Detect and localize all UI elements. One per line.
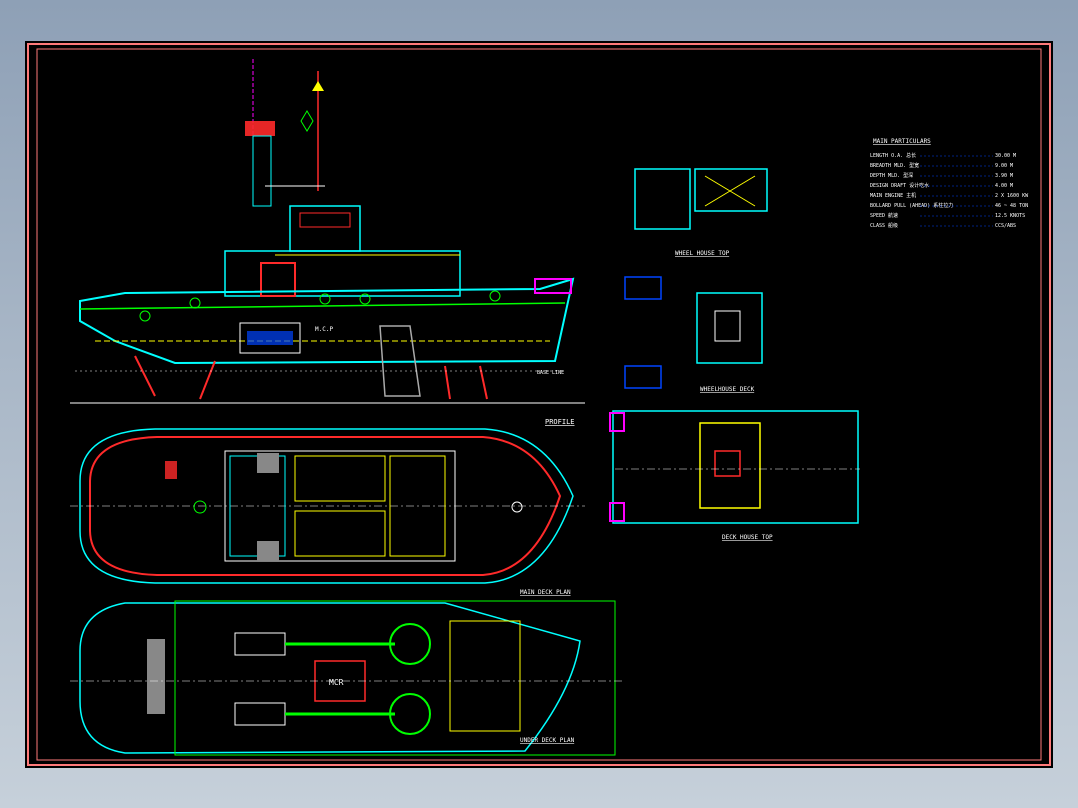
particular-value: 12.5 KNOTS — [995, 213, 1025, 219]
galley-store — [389, 455, 446, 557]
deck-house-top-view[interactable]: DECK HOUSE TOP — [609, 410, 860, 541]
wheelhouse-windows — [299, 212, 351, 228]
main-particulars-table: MAIN PARTICULARS LENGTH O.A. 总长 30.00 M BR… — [870, 138, 1029, 229]
main-deck-bulwark — [89, 436, 562, 576]
particular-value: 3.90 M — [995, 173, 1013, 179]
bow-fender — [534, 278, 572, 294]
under-deck-plan-title: UNDER DECK PLAN — [520, 737, 575, 744]
main-deck-plan-view[interactable]: MAIN DECK PLAN — [70, 428, 585, 596]
azimuth-thruster — [379, 325, 421, 397]
engine-stbd — [234, 702, 286, 726]
base-line-label: BASE LINE — [537, 370, 564, 376]
particular-value: 30.00 M — [995, 153, 1016, 159]
anchor-icon — [511, 501, 523, 513]
wheelhouse-deck-view[interactable]: WHEELHOUSE DECK — [624, 276, 763, 393]
cabins — [294, 510, 386, 557]
wheelhouse-deck-console-2 — [624, 365, 662, 389]
wheelhouse-deck-outline — [696, 292, 763, 364]
engine-port — [234, 632, 286, 656]
winch-icon — [193, 500, 207, 514]
main-deck-line — [79, 302, 566, 310]
deck-house-top-wheelhouse — [699, 422, 761, 509]
profile-title: PROFILE — [545, 418, 575, 426]
particular-label: CLASS 船级 — [870, 222, 898, 229]
thruster-port-icon — [389, 623, 431, 665]
messroom — [294, 455, 386, 502]
drawing-inner-border — [36, 48, 1042, 761]
wheel-house-top-diagonal-2 — [704, 175, 756, 207]
fender-icon — [139, 310, 151, 322]
deckhouse-door — [260, 262, 296, 297]
particular-value: 46 ~ 48 TON — [995, 203, 1028, 209]
hull-outline — [79, 277, 575, 365]
funnel — [252, 135, 272, 207]
wheelhouse-deck-console — [624, 276, 662, 300]
deck-house-top-outline — [612, 410, 859, 524]
skeg-aft — [134, 355, 156, 397]
main-engine — [239, 322, 301, 354]
wheel-house-top-deck — [694, 168, 768, 212]
particular-label: BREADTH MLD. 型宽 — [870, 162, 919, 169]
particular-label: DEPTH MLD. 型深 — [870, 172, 913, 179]
deckhouse — [224, 250, 461, 297]
deck-house-top-funnel — [714, 450, 741, 477]
deck-house-top-fender-2 — [609, 502, 625, 522]
mcr-label: MCR — [329, 678, 344, 687]
profile-view[interactable]: M.C.P BASE LINE PROFILE — [70, 59, 585, 426]
thruster-stbd-icon — [389, 693, 431, 735]
main-deck-hull-outer — [79, 428, 574, 584]
casing-fill-2 — [257, 541, 279, 561]
wheel-house-top-view[interactable]: WHEEL HOUSE TOP — [634, 168, 768, 257]
mast-signal-icon — [300, 110, 314, 132]
fender-icon — [189, 297, 201, 309]
particular-value: CCS/ABS — [995, 223, 1016, 229]
particular-value: 9.00 M — [995, 163, 1013, 169]
particular-value: 2 X 1600 KW — [995, 193, 1029, 199]
deck-house-top-title: DECK HOUSE TOP — [722, 534, 773, 541]
fender-icon — [359, 293, 371, 305]
fore-peak-stores — [449, 620, 521, 732]
under-deck-plan-view[interactable]: MCR UNDER DECK PLAN — [70, 600, 625, 756]
skeg-mid — [199, 360, 216, 400]
casing-fill — [257, 453, 279, 473]
deck-house-top-fender — [609, 412, 625, 432]
drawing-viewport[interactable]: M.C.P BASE LINE PROFILE MAIN DECK PLAN — [25, 41, 1053, 768]
fender-icon — [489, 290, 501, 302]
particular-label: SPEED 航速 — [870, 212, 898, 219]
under-deck-frame — [174, 600, 616, 756]
bollard-icon — [165, 461, 177, 479]
funnel-top — [245, 121, 275, 136]
skeg-fwd — [444, 365, 451, 400]
aft-tank — [147, 639, 165, 714]
wheel-house-top-title: WHEEL HOUSE TOP — [675, 250, 730, 257]
accommodation-block — [224, 450, 456, 562]
cad-drawing-canvas[interactable]: M.C.P BASE LINE PROFILE MAIN DECK PLAN — [25, 41, 1053, 768]
main-deck-plan-title: MAIN DECK PLAN — [520, 589, 571, 596]
fender-icon — [319, 293, 331, 305]
particular-label: LENGTH O.A. 总长 — [870, 152, 916, 159]
particular-value: 4.00 M — [995, 183, 1013, 189]
wheelhouse-deck-title: WHEELHOUSE DECK — [700, 386, 755, 393]
mast-light-icon — [312, 81, 324, 91]
profile-ref-label: M.C.P — [315, 326, 333, 333]
particular-label: MAIN ENGINE 主机 — [870, 192, 916, 199]
wheelhouse-deck-helm — [714, 310, 741, 342]
particular-label: DESIGN DRAFT 设计吃水 — [870, 182, 929, 189]
main-particulars-title: MAIN PARTICULARS — [873, 138, 931, 145]
skeg-fwd-2 — [479, 365, 488, 400]
particular-label: BOLLARD PULL (AHEAD) 系柱拉力 — [870, 202, 953, 209]
wheel-house-top-outline — [634, 168, 691, 230]
under-deck-hull — [79, 602, 581, 754]
drawing-outer-border — [27, 43, 1051, 766]
engine-block — [247, 331, 293, 345]
